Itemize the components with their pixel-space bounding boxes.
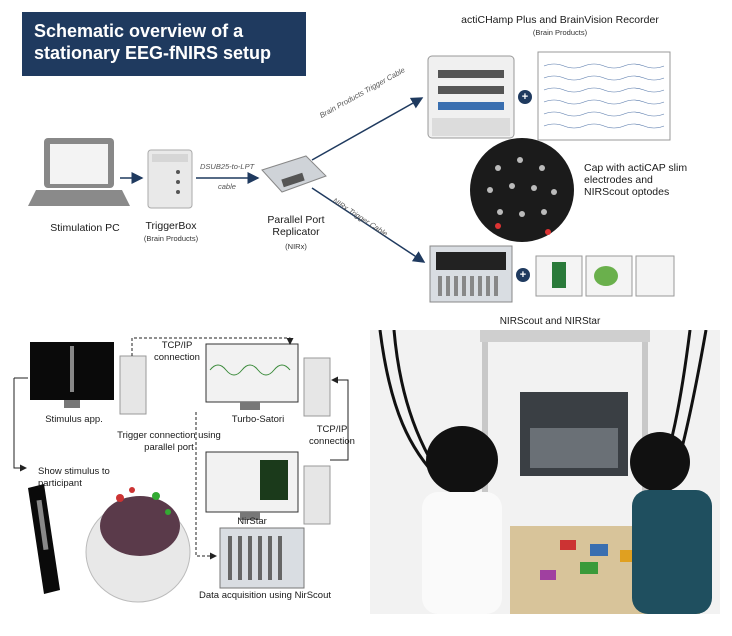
parallel-port-subtitle: (NIRx) (285, 242, 307, 251)
nirscout-icon (429, 245, 513, 303)
parallel-port-label: Parallel Port Replicator (267, 214, 325, 238)
stimulus-app-label: Stimulus app. (45, 414, 103, 425)
turbo-satori-label: Turbo-Satori (231, 414, 285, 425)
turbo-satori-monitor-icon (205, 343, 331, 417)
page-title: Schematic overview of a stationary EEG-f… (34, 21, 272, 63)
laptop-icon (28, 138, 130, 206)
stimulus-monitor-icon (30, 342, 147, 415)
triggerbox-icon (147, 149, 193, 209)
amplifier-icon (427, 55, 515, 139)
cable-dsub-label: DSUB25-to-LPT (200, 162, 255, 171)
setup-photo (370, 330, 720, 614)
photo-title: NIRScout and NIRStar (499, 316, 601, 327)
eeg-screen-icon (537, 51, 671, 141)
cap-icon (470, 138, 574, 242)
parallel-port-icon (261, 155, 327, 193)
nirstar-monitor-icon (205, 451, 331, 525)
nirscout-rack-icon (219, 527, 305, 589)
top-diagram (28, 51, 675, 303)
data-acquisition-label: Data acquisition using NirScout (198, 590, 331, 601)
cap-label: Cap with actiCAP slim electrodes and NIR… (584, 162, 688, 198)
nirstar-label: NirStar (237, 516, 267, 527)
plus-icon: + (518, 90, 532, 104)
trigger-connection-label: Trigger connection using parallel port (117, 430, 221, 453)
triggerbox-subtitle: (Brain Products) (143, 234, 199, 243)
triggerbox-label: TriggerBox (145, 220, 197, 232)
nirstar-screens-icon (535, 255, 675, 297)
plus-icon: + (516, 268, 530, 282)
stimulus-display-icon (28, 484, 60, 594)
cable-word-label: cable (218, 182, 236, 191)
tcp-label-top: TCP/IP connection (154, 340, 200, 363)
brain-head-icon (85, 487, 191, 603)
bottom-diagram (13, 337, 349, 603)
recorder-title: actiCHamp Plus and BrainVision Recorder (461, 14, 659, 26)
title-banner: Schematic overview of a stationary EEG-f… (22, 12, 306, 76)
show-stimulus-label: Show stimulus to participant (38, 466, 110, 489)
recorder-subtitle: (Brain Products) (532, 28, 588, 37)
stim-pc-label: Stimulation PC (50, 222, 120, 234)
tcp-label-right: TCP/IP connection (309, 424, 355, 447)
